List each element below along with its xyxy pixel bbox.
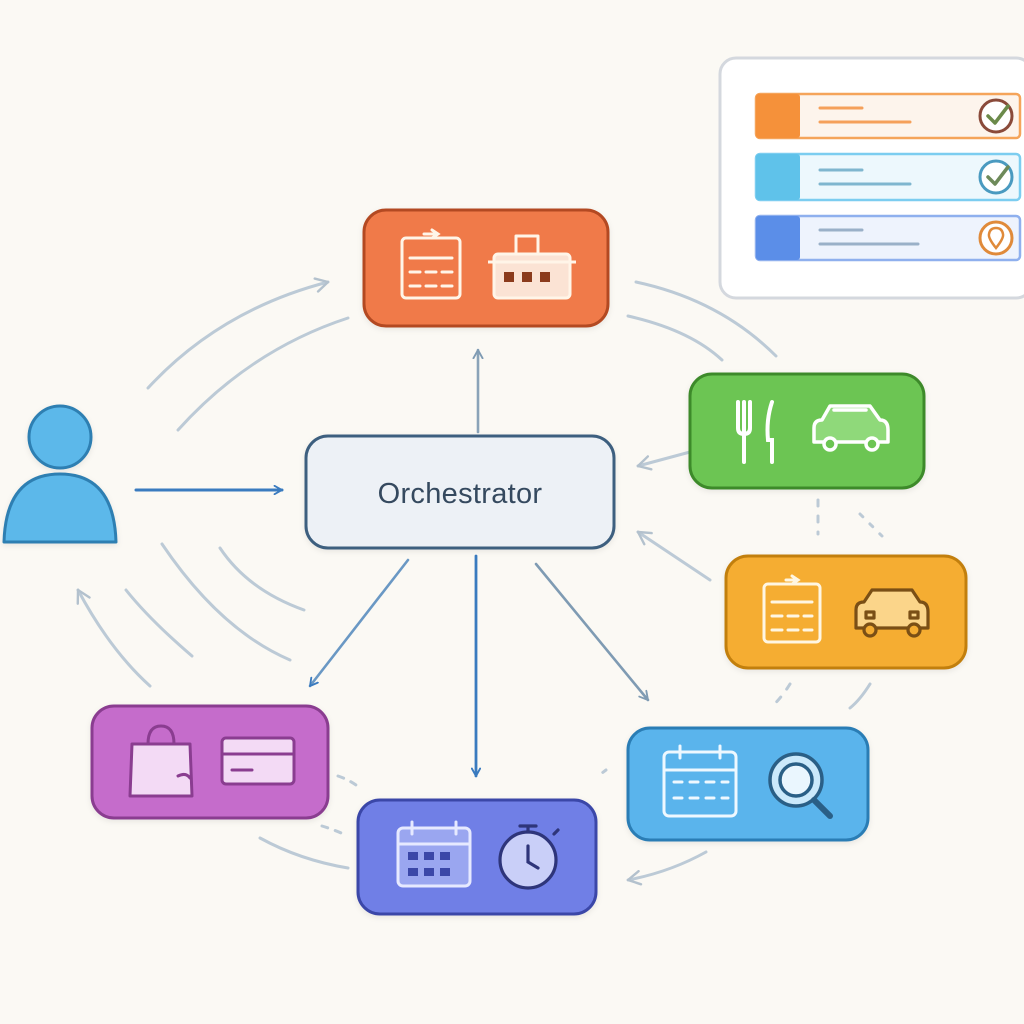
arc-blue-to-indigo	[626, 850, 708, 886]
agent-calendar-timer[interactable]	[356, 798, 598, 916]
car-icon	[854, 588, 930, 638]
arc-top-to-right-inner	[626, 314, 724, 362]
dash-yellow-blue	[768, 682, 792, 710]
arc-lower-left-3	[160, 542, 292, 662]
agent-top[interactable]	[362, 208, 610, 328]
dash-purple-indigo	[320, 824, 350, 838]
checkmark-icon	[978, 98, 1014, 134]
arc-lower-left-4	[218, 546, 306, 612]
credit-card-icon	[220, 736, 296, 786]
arc-top-to-right	[634, 280, 778, 358]
orchestrator-node[interactable]: Orchestrator	[304, 434, 616, 550]
user-icon[interactable]	[2, 404, 118, 544]
task-panel	[718, 56, 1024, 300]
dash-blue-left	[596, 768, 608, 778]
arc-yellow-into-orch	[636, 530, 712, 582]
dash-green-yellow-2	[858, 512, 884, 538]
calendar-icon	[400, 228, 462, 300]
car-icon	[812, 404, 890, 452]
arc-bottom-lower	[258, 836, 350, 870]
primary-arrows	[134, 348, 650, 778]
calendar-icon	[396, 820, 472, 888]
hotel-icon	[488, 234, 576, 300]
checkmark-icon	[978, 159, 1014, 195]
agent-dining-transport[interactable]	[688, 372, 926, 490]
task-row[interactable]	[754, 92, 1022, 140]
arc-lower-left-2	[124, 588, 194, 658]
orchestrator-label: Orchestrator	[378, 478, 543, 510]
fork-knife-icon	[736, 400, 774, 464]
arc-right-into-orch	[636, 450, 692, 471]
location-pin-icon	[978, 220, 1014, 256]
arc-user-to-top-inner	[176, 316, 350, 432]
agent-schedule-car[interactable]	[724, 554, 968, 670]
faint-cycle-arrows	[76, 277, 884, 886]
agent-calendar-search[interactable]	[626, 726, 870, 842]
arc-user-to-top	[146, 277, 330, 390]
dash-yellow-blue-2	[848, 682, 872, 710]
dash-indigo-left	[336, 774, 362, 790]
arrow-orchestrator-to-lower-right	[534, 562, 650, 702]
calendar-icon	[762, 574, 822, 644]
task-row[interactable]	[754, 214, 1022, 262]
agent-shopping-payment[interactable]	[90, 704, 330, 820]
arc-lower-left-1	[76, 588, 152, 688]
arrow-orchestrator-to-lower-left	[308, 558, 410, 688]
stopwatch-icon	[498, 824, 560, 890]
search-icon	[768, 752, 833, 819]
task-row[interactable]	[754, 152, 1022, 202]
calendar-icon	[662, 744, 738, 818]
shopping-bag-icon	[128, 724, 194, 798]
